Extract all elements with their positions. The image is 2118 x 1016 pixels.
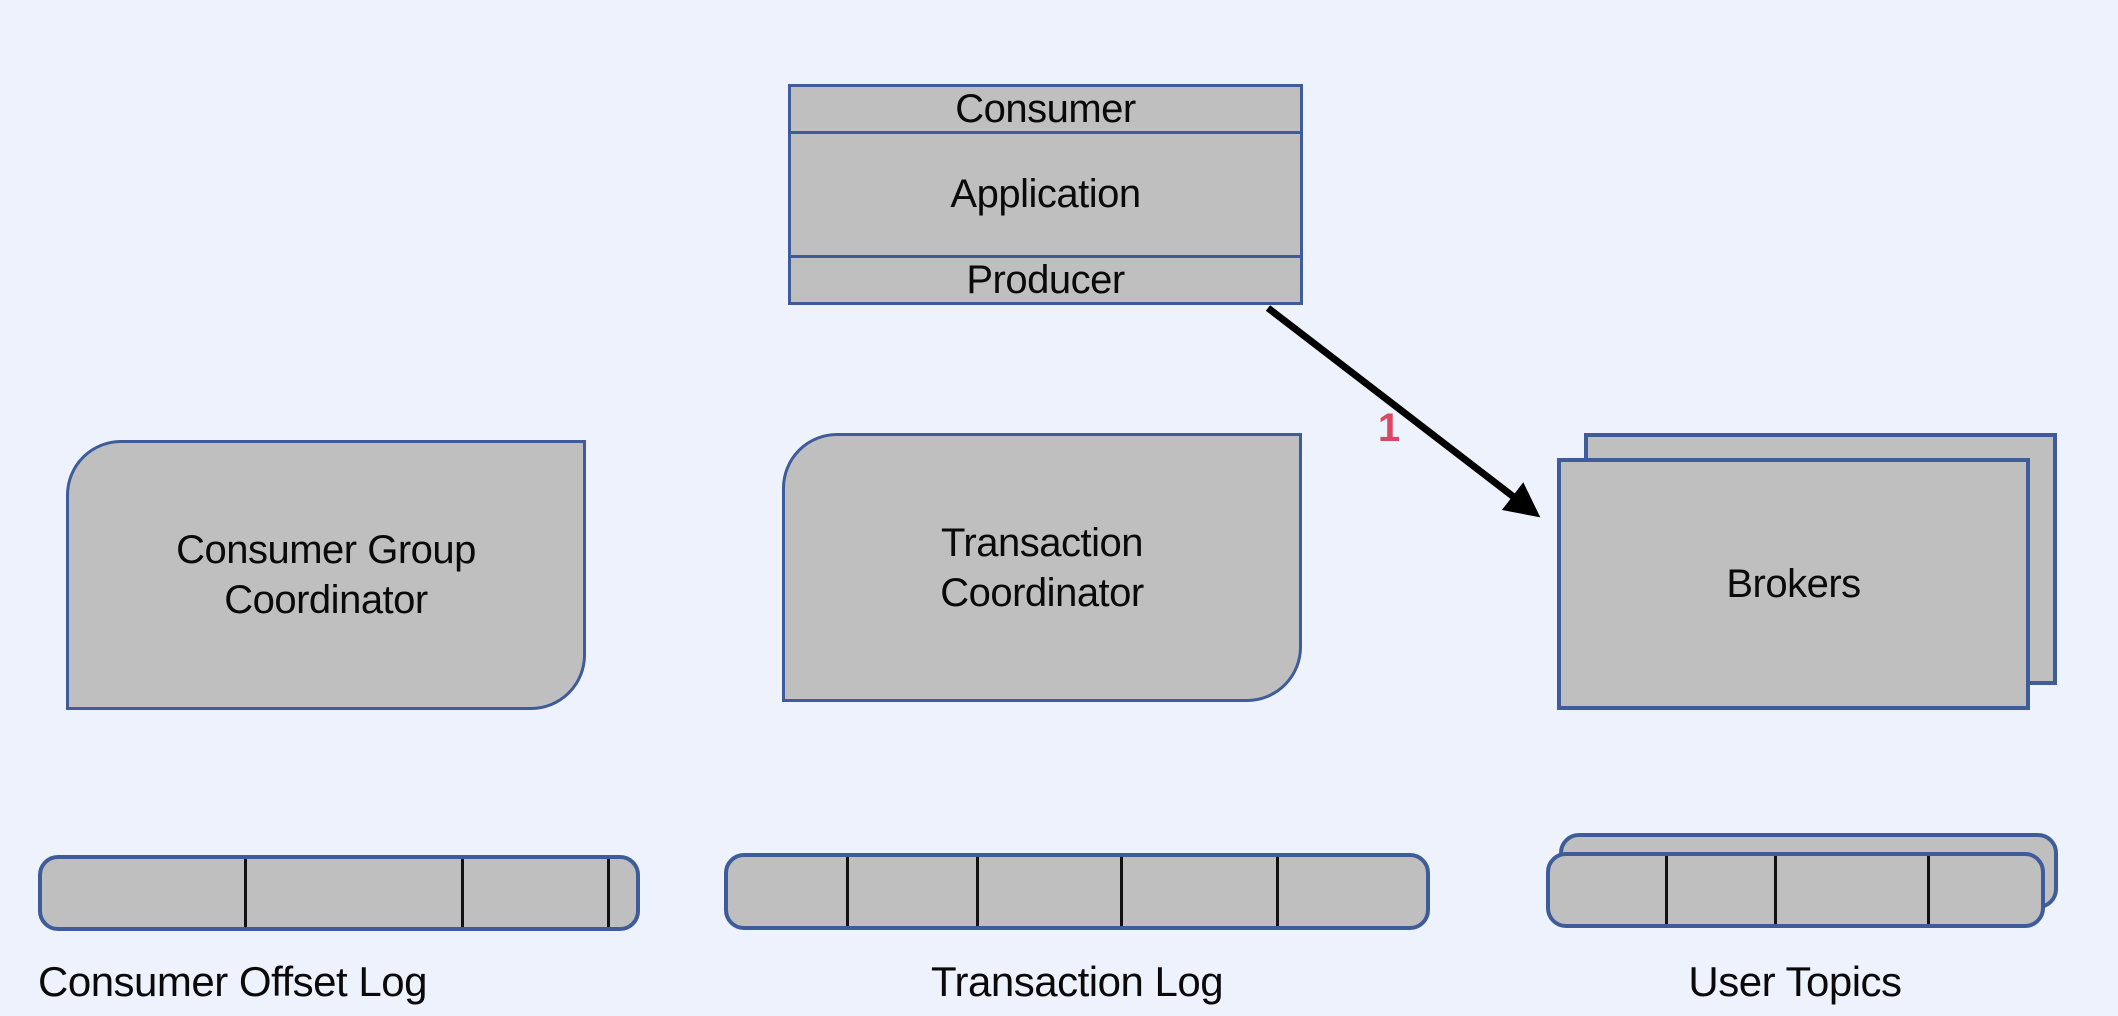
segment-divider [1927,856,1930,924]
segment-divider [244,859,247,927]
segment-divider [607,859,610,927]
transaction-log-bar [724,853,1430,930]
consumer-offset-log-bar [38,855,640,931]
consumer-offset-log-label: Consumer Offset Log [38,958,427,1005]
transaction-log-label: Transaction Log [930,958,1224,1005]
producer-box: Producer [966,257,1125,302]
consumer-group-coordinator-box: Consumer Group Coordinator [66,440,586,710]
segment-divider [1276,857,1279,926]
arrow-step-number: 1 [1377,406,1401,450]
stack-divider [791,255,1300,258]
segment-divider [976,857,979,926]
application-stack: Consumer Application Producer [788,84,1303,305]
transaction-coordinator-box: Transaction Coordinator [782,433,1302,702]
consumer-box: Consumer [955,86,1136,131]
stack-divider [791,131,1300,134]
segment-divider [1120,857,1123,926]
segment-divider [846,857,849,926]
user-topics-label: User Topics [1688,958,1902,1005]
segment-divider [1665,856,1668,924]
segment-divider [461,859,464,927]
segment-divider [1774,856,1777,924]
brokers-box-front: Brokers [1557,458,2030,710]
user-topics-bar-front [1546,852,2045,928]
application-box: Application [950,172,1141,216]
